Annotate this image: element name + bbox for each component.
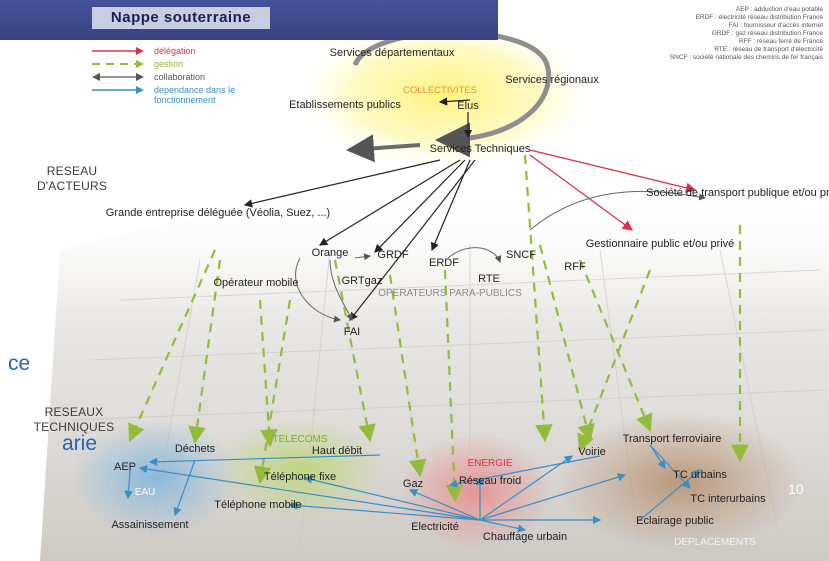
dependance-arrow-icon — [92, 86, 144, 94]
slide-text-fragment-2: arie — [62, 432, 98, 455]
arrow-elus-left — [438, 97, 471, 106]
node-voirie: Voirie — [578, 446, 606, 458]
zone-deplacements-label: DEPLACEMENTS — [674, 537, 756, 548]
legend-label: collaboration — [154, 72, 206, 82]
abbreviation-item: RFF : réseau ferré de France — [738, 38, 823, 45]
dependance-arrows — [124, 444, 701, 533]
zone-energie-area — [397, 434, 553, 550]
slide-text-fragment-1: ce — [8, 352, 31, 375]
node-gaz: Gaz — [403, 478, 423, 490]
node-gestionnaire: Gestionnaire public et/ou privé — [586, 238, 735, 250]
node-societe-transport: Société de transport publique et/ou priv… — [646, 187, 829, 199]
legend-label: dependance dans le fonctionnement — [154, 85, 236, 105]
node-eclairage-public: Eclairage public — [636, 515, 714, 527]
legend-item-collaboration: collaboration — [92, 69, 249, 82]
node-fai: FAI — [344, 326, 361, 338]
label-operateurs-para-publics: OPERATEURS PARA-PUBLICS — [378, 288, 522, 299]
zone-telecoms-area — [215, 418, 385, 522]
node-erdf: ERDF — [429, 257, 459, 269]
legend: délégation gestion collaboration dependa… — [92, 43, 249, 105]
zone-energie-label: ENERGIE — [467, 458, 512, 469]
node-grtgaz: GRTgaz — [342, 275, 383, 287]
legend-label: délégation — [154, 46, 196, 56]
node-aep: AEP — [114, 461, 136, 473]
node-tc-urbains: TC urbains — [673, 469, 727, 481]
node-telephone-mobile: Téléphone mobile — [214, 499, 301, 511]
node-services-departementaux: Services départementaux — [330, 47, 455, 59]
node-electricite: Electricité — [411, 521, 459, 533]
legend-label: gestion — [154, 59, 184, 69]
abbreviation-item: SNCF : société nationale des chemins de … — [669, 54, 823, 61]
node-tc-interurbains: TC interurbains — [690, 493, 766, 505]
node-sncf: SNCF — [506, 249, 536, 261]
section-reseaux-techniques: RESEAUX TECHNIQUES — [33, 405, 115, 434]
page-number: 10 — [788, 481, 804, 497]
node-etablissements-publics: Etablissements publics — [289, 99, 401, 111]
collaboration-arrow-icon — [92, 73, 144, 81]
gestion-arrow-icon — [92, 60, 144, 68]
node-grande-entreprise: Grande entreprise déléguée (Véolia, Suez… — [106, 207, 330, 219]
node-rte: RTE — [478, 273, 500, 285]
banner: Nappe souterraine — [0, 0, 498, 40]
node-haut-debit: Haut débit — [312, 445, 362, 457]
arrow-st-etablissements — [346, 134, 421, 163]
abbreviation-item: GRDF : gaz réseau distribution France — [711, 30, 823, 37]
node-operateur-mobile: Opérateur mobile — [214, 277, 299, 289]
section-reseau-acteurs: RESEAU D'ACTEURS — [36, 164, 108, 193]
delegation-arrow-icon — [92, 47, 144, 55]
node-services-techniques: Services Techniques — [430, 143, 531, 155]
delegation-arrows — [529, 149, 697, 231]
node-assainissement: Assainissement — [111, 519, 188, 531]
banner-title: Nappe souterraine — [92, 7, 270, 29]
node-collectivites: COLLECTIVITES — [403, 85, 477, 96]
gestion-arrows — [128, 154, 749, 503]
abbreviation-item: AEP : adduction d'eau potable — [735, 6, 823, 13]
legend-item-delegation: délégation — [92, 43, 249, 56]
abbreviation-item: RTE : réseau de transport d'électricité — [714, 46, 823, 53]
zone-eau-label: EAU — [135, 487, 156, 498]
abbreviation-item: FAI : fournisseur d'accès internet — [728, 22, 823, 29]
node-orange: Orange — [312, 247, 349, 259]
node-rff: RFF — [564, 261, 586, 273]
node-telephone-fixe: Téléphone fixe — [264, 471, 336, 483]
node-elus: Elus — [457, 100, 479, 112]
collaboration-arrows — [295, 190, 706, 323]
abbreviation-item: ERDF : électricité réseau distribution F… — [695, 14, 823, 21]
st-arrows — [243, 159, 476, 321]
legend-item-gestion: gestion — [92, 56, 249, 69]
zone-telecoms-label: TELECOMS — [272, 434, 327, 445]
zone-eau-area — [70, 420, 240, 536]
abbreviation-list: AEP : adduction d'eau potable ERDF : éle… — [573, 6, 823, 62]
legend-item-dependance: dependance dans le fonctionnement — [92, 82, 249, 105]
node-chauffage-urbain: Chauffage urbain — [483, 531, 567, 543]
node-grdf: GRDF — [377, 249, 408, 261]
collectivites-glow — [290, 17, 600, 173]
node-transport-ferroviaire: Transport ferroviaire — [623, 433, 722, 445]
node-reseau-froid: Réseau froid — [459, 475, 521, 487]
node-dechets: Déchets — [175, 443, 216, 455]
node-services-regionaux: Services régionaux — [505, 74, 599, 86]
